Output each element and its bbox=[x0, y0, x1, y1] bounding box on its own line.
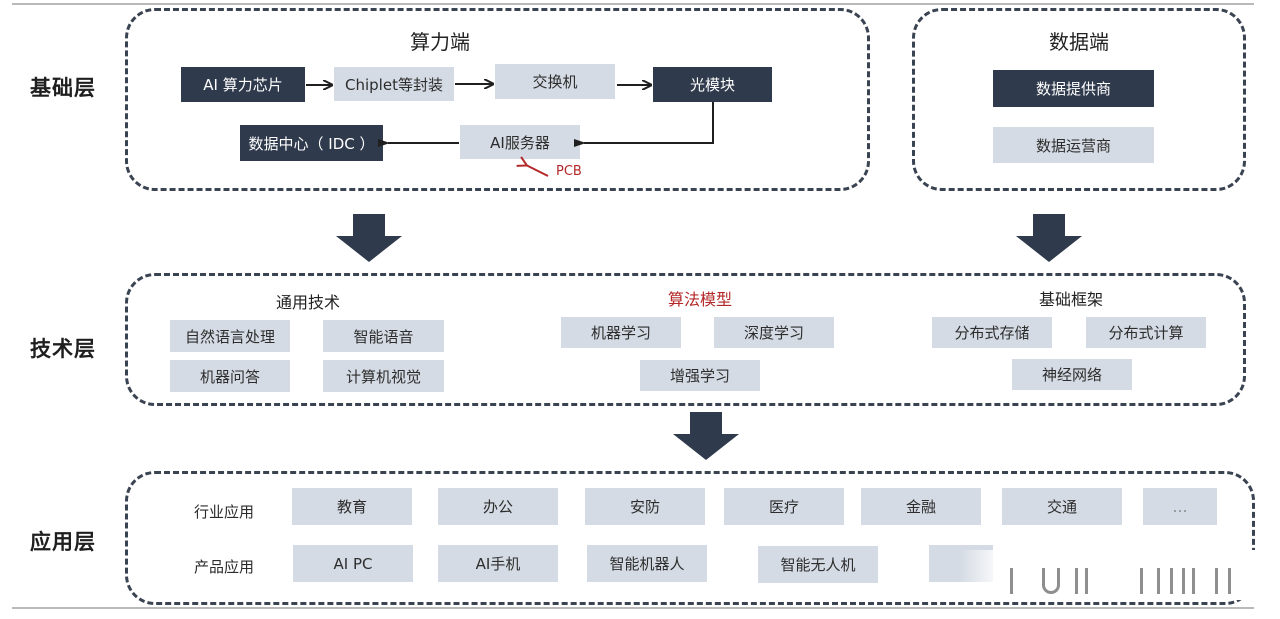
technology-group bbox=[125, 273, 1246, 406]
compute-group bbox=[125, 8, 870, 191]
down-arrow-icon bbox=[1016, 214, 1082, 262]
industry-item: 安防 bbox=[585, 488, 705, 525]
industry-item: 教育 bbox=[292, 488, 412, 525]
compute-title: 算力端 bbox=[410, 30, 470, 54]
down-arrow-icon bbox=[336, 214, 402, 262]
tech-item-qa: 机器问答 bbox=[170, 360, 290, 392]
down-arrow-icon bbox=[673, 412, 739, 460]
industry-item: 交通 bbox=[1002, 488, 1122, 525]
idc-box: 数据中心（ IDC ） bbox=[240, 125, 383, 161]
algorithm-title: 算法模型 bbox=[667, 290, 732, 309]
optical-module-box: 光模块 bbox=[653, 67, 772, 102]
product-item: 智能无人机 bbox=[758, 546, 878, 583]
framework-item-compute: 分布式计算 bbox=[1086, 317, 1206, 348]
data-group bbox=[912, 8, 1246, 191]
top-rule bbox=[12, 3, 1254, 5]
algo-item-ml: 机器学习 bbox=[561, 317, 681, 348]
algo-item-dl: 深度学习 bbox=[714, 317, 834, 348]
data-operator-box: 数据运营商 bbox=[993, 127, 1154, 163]
application-group bbox=[125, 471, 1255, 605]
industry-item: 办公 bbox=[438, 488, 558, 525]
industry-item: 金融 bbox=[861, 488, 981, 525]
data-title: 数据端 bbox=[1049, 30, 1109, 54]
switch-box: 交换机 bbox=[495, 64, 615, 99]
tech-item-nlp: 自然语言处理 bbox=[170, 320, 290, 352]
general-tech-title: 通用技术 bbox=[275, 293, 340, 312]
industry-item: 医疗 bbox=[724, 488, 844, 525]
bottom-rule bbox=[12, 607, 1254, 609]
framework-item-storage: 分布式存储 bbox=[932, 317, 1052, 348]
layer-label-application: 应用层 bbox=[30, 530, 96, 554]
layer-label-technology: 技术层 bbox=[30, 337, 96, 361]
tech-item-vision: 计算机视觉 bbox=[323, 360, 444, 392]
industry-apps-label: 行业应用 bbox=[194, 503, 255, 521]
ai-server-box: AI服务器 bbox=[460, 125, 580, 159]
layer-label-foundation: 基础层 bbox=[30, 76, 96, 100]
framework-item-neural: 神经网络 bbox=[1012, 359, 1132, 390]
pcb-note: PCB bbox=[556, 164, 582, 179]
data-provider-box: 数据提供商 bbox=[993, 70, 1154, 107]
chiplet-box: Chiplet等封装 bbox=[334, 67, 454, 101]
ai-chip-box: AI 算力芯片 bbox=[181, 67, 305, 102]
product-item: 智能机器人 bbox=[587, 545, 707, 582]
product-apps-label: 产品应用 bbox=[194, 558, 255, 576]
product-item: AI手机 bbox=[438, 545, 558, 582]
product-item: AI PC bbox=[293, 545, 413, 582]
watermark bbox=[960, 550, 1260, 600]
tech-item-voice: 智能语音 bbox=[323, 320, 444, 352]
algo-item-rl: 增强学习 bbox=[640, 360, 760, 391]
industry-item-more: … bbox=[1143, 488, 1217, 525]
framework-title: 基础框架 bbox=[1038, 290, 1103, 309]
